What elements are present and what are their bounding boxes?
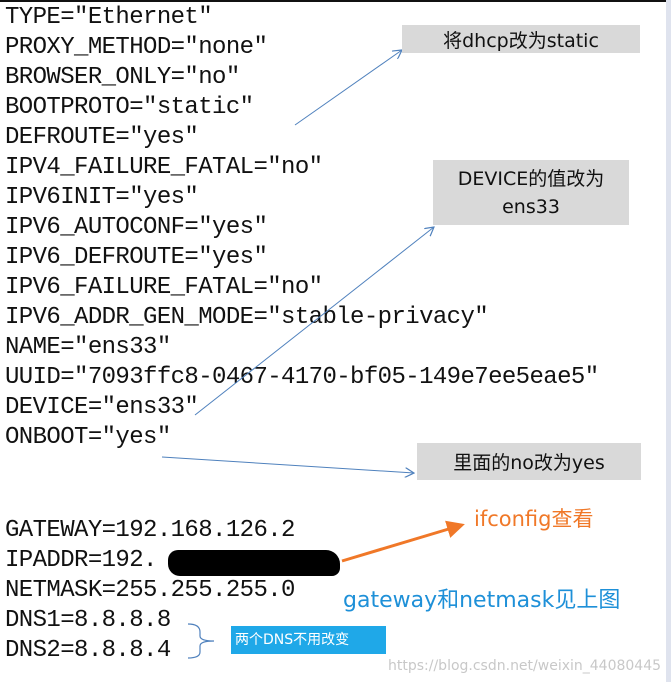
network-line: GATEWAY=192.168.126.2 xyxy=(5,517,295,544)
note-onboot: 里面的no改为yes xyxy=(417,443,641,480)
config-line: DEFROUTE="yes" xyxy=(5,124,199,151)
arrow-bootproto xyxy=(294,50,402,126)
note-device-line1: DEVICE的值改为 xyxy=(457,167,605,190)
note-device-line2: ens33 xyxy=(502,195,560,218)
watermark: https://blog.csdn.net/weixin_44080445 xyxy=(388,658,662,674)
config-line: UUID="7093ffc8-0467-4170-bf05-149e7ee5ea… xyxy=(5,364,599,391)
config-line: NAME="ens33" xyxy=(5,334,171,361)
config-line: IPV6INIT="yes" xyxy=(5,184,199,211)
network-line: NETMASK=255.255.255.0 xyxy=(5,577,295,604)
config-line: BROWSER_ONLY="no" xyxy=(5,64,240,91)
network-line: DNS2=8.8.8.4 xyxy=(5,637,171,664)
note-dns: 两个DNS不用改变 xyxy=(231,626,386,654)
arrow-onboot xyxy=(161,456,414,473)
dns-brace xyxy=(187,623,215,659)
note-ifconfig: ifconfig查看 xyxy=(474,507,594,531)
note-bootproto: 将dhcp改为static xyxy=(402,25,640,53)
arrow-device xyxy=(194,227,434,416)
config-line: IPV6_FAILURE_FATAL="no" xyxy=(5,274,323,301)
network-line: IPADDR=192. xyxy=(5,547,157,574)
config-line: ONBOOT="yes" xyxy=(5,424,171,451)
config-line: IPV6_ADDR_GEN_MODE="stable-privacy" xyxy=(5,304,489,331)
config-line: IPV6_DEFROUTE="yes" xyxy=(5,244,268,271)
right-border xyxy=(666,0,671,682)
config-line: BOOTPROTO="static" xyxy=(5,94,254,121)
config-line: IPV4_FAILURE_FATAL="no" xyxy=(5,154,323,181)
config-block: TYPE="Ethernet" PROXY_METHOD="none" BROWSE… xyxy=(5,3,599,453)
redaction-mark xyxy=(168,550,340,576)
note-device: DEVICE的值改为 ens33 xyxy=(433,160,629,225)
note-gateway: gateway和netmask见上图 xyxy=(343,588,621,613)
config-line: PROXY_METHOD="none" xyxy=(5,34,268,61)
config-line: DEVICE="ens33" xyxy=(5,394,199,421)
network-line: DNS1=8.8.8.8 xyxy=(5,607,171,634)
config-line: TYPE="Ethernet" xyxy=(5,4,213,31)
config-line: IPV6_AUTOCONF="yes" xyxy=(5,214,268,241)
arrow-ifconfig xyxy=(341,520,465,563)
